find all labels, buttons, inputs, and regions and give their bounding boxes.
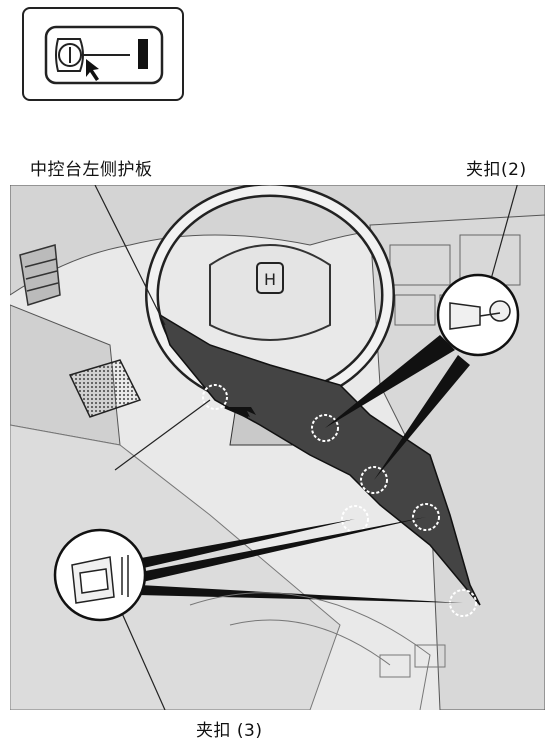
svg-text:H: H [264, 270, 276, 289]
console-left-panel-label: 中控台左侧护板 [30, 160, 153, 180]
clip-3-label: 夹扣 (3) [196, 721, 263, 741]
position-indicator-icon [44, 25, 164, 85]
dashboard-illustration: H [10, 185, 545, 710]
position-indicator-inset [22, 7, 184, 101]
clip-2-label: 夹扣(2) [466, 160, 527, 180]
